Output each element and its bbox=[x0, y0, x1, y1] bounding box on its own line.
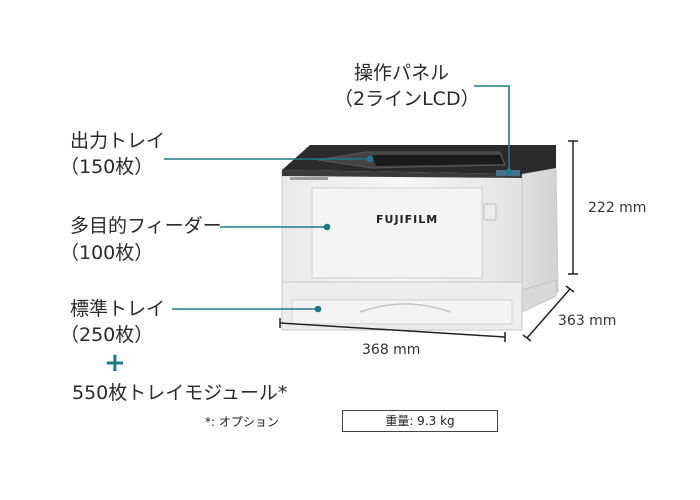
printer-side bbox=[519, 167, 559, 313]
width-dimension-label: 368 mm bbox=[362, 342, 421, 358]
printer-front bbox=[281, 169, 523, 283]
dimension-lines bbox=[279, 140, 578, 342]
depth-dimension-label: 363 mm bbox=[558, 313, 617, 329]
standard-tray-sublabel: （250枚） bbox=[60, 324, 154, 346]
leader-lines bbox=[164, 85, 513, 313]
weight-box: 重量: 9.3 kg bbox=[342, 410, 498, 432]
mp-feeder-label: 多目的フィーダー bbox=[70, 215, 222, 237]
mp-feeder-sublabel: （100枚） bbox=[60, 242, 154, 264]
control-panel-label: 操作パネル bbox=[354, 62, 450, 84]
plus-icon: + bbox=[104, 348, 126, 378]
output-tray-sublabel: （150枚） bbox=[60, 156, 154, 178]
standard-tray-label: 標準トレイ bbox=[70, 298, 166, 320]
height-dimension-label: 222 mm bbox=[588, 200, 647, 216]
control-panel-sublabel: （2ラインLCD） bbox=[334, 88, 480, 110]
printer-standard-tray bbox=[281, 281, 523, 331]
option-module-label: 550枚トレイモジュール* bbox=[72, 382, 288, 404]
printer-top-cover bbox=[282, 145, 556, 180]
brand-logo: FUJIFILM bbox=[376, 213, 439, 226]
option-footnote: *: オプション bbox=[205, 415, 279, 429]
output-tray-label: 出力トレイ bbox=[70, 130, 166, 152]
